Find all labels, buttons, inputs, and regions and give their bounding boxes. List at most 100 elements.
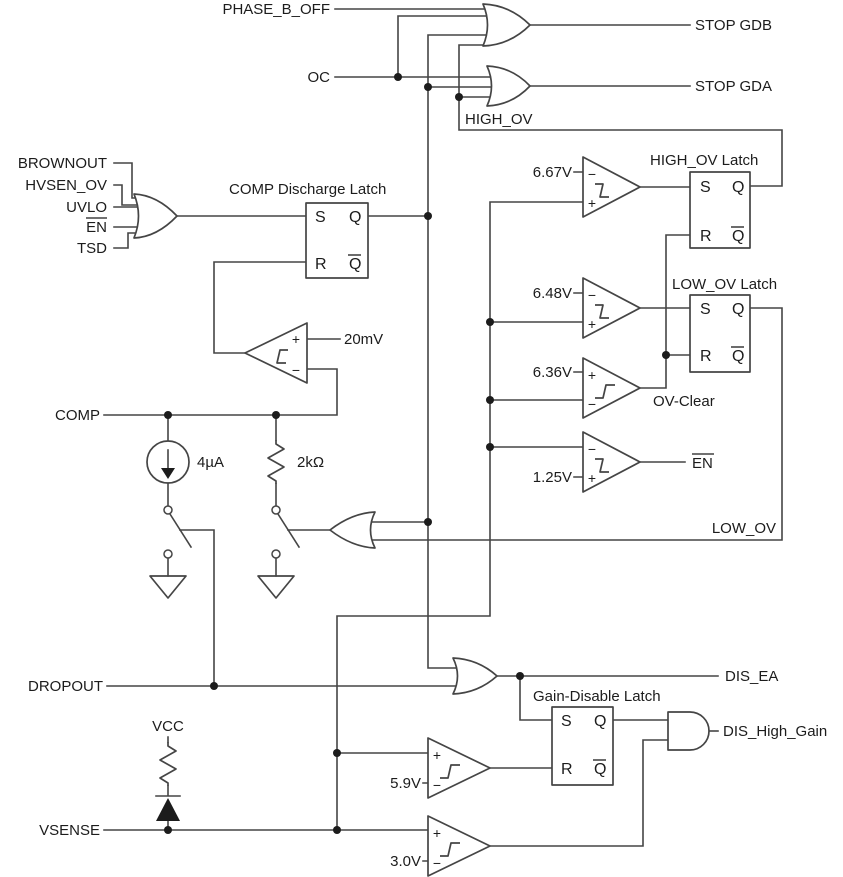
wire-high-ov-net (458, 44, 783, 187)
latch-port-r: R (700, 348, 712, 365)
current-source-4ua (146, 440, 190, 484)
wire-comp-net (103, 368, 338, 416)
label-dropout: DROPOUT (28, 678, 103, 695)
wire-ov-clear-out (639, 234, 691, 389)
latch-title: HIGH_OV Latch (650, 152, 758, 169)
or-gate-comp-switch (329, 511, 376, 549)
comparator-body (244, 322, 308, 384)
junction-dot (486, 318, 494, 326)
switch-contact (163, 505, 173, 515)
latch-port-q: Q (732, 179, 744, 196)
label-2k: 2kΩ (297, 454, 324, 471)
label-en-out: EN (692, 455, 713, 472)
plus-sign: + (588, 367, 596, 383)
switch-discharge-2k (257, 505, 301, 599)
comparator-3v0: + − (427, 815, 491, 877)
label-tsd: TSD (77, 240, 107, 257)
latch-title: LOW_OV Latch (672, 276, 777, 293)
minus-sign: − (588, 166, 596, 182)
latch-port-s: S (561, 713, 572, 730)
or-gate-dis-ea (452, 657, 498, 695)
latch-port-q: Q (594, 713, 606, 730)
latch-port-qbar: Q (732, 228, 744, 245)
plus-sign: + (588, 316, 596, 332)
hysteresis-icon (595, 304, 609, 319)
label-en-in: EN (86, 219, 107, 236)
junction-dot (164, 411, 172, 419)
label-5v9: 5.9V (390, 775, 421, 792)
label-hvsen-ov: HVSEN_OV (25, 177, 107, 194)
plus-sign: + (433, 747, 441, 763)
or-gate-body (133, 193, 178, 239)
wire-tsd (113, 232, 138, 249)
wire-latch-reset (213, 261, 307, 354)
wire-switch1-control (179, 529, 215, 687)
wire-cmp30-to-and (489, 739, 669, 847)
and-gate-body (667, 711, 710, 751)
wires (103, 8, 783, 862)
latch-high-ov: HIGH_OV Latch S Q R Q (650, 152, 758, 249)
latch-port-s: S (315, 209, 326, 226)
switch-arm (168, 512, 193, 549)
diode-icon (156, 798, 180, 821)
wire-brownout (113, 162, 140, 199)
or-gate-body (482, 3, 531, 47)
latch-box (305, 202, 369, 279)
wire-switch-or-inputs (368, 307, 783, 541)
junction-dot (164, 826, 172, 834)
or-gate-stop-gdb (482, 3, 531, 47)
label-stop-gdb: STOP GDB (695, 17, 772, 34)
label-comp: COMP (55, 407, 100, 424)
label-3v0: 3.0V (390, 853, 421, 870)
comparator-5v9: + − (427, 737, 491, 799)
latch-port-q: Q (732, 301, 744, 318)
latch-port-qbar: Q (732, 348, 744, 365)
hysteresis-icon (440, 842, 460, 857)
wire-sense-rail (336, 201, 584, 831)
resistor-2k (267, 440, 285, 484)
plus-sign: + (588, 195, 596, 211)
junction-dot (516, 672, 524, 680)
or-gate-body (486, 65, 531, 107)
hysteresis-icon (276, 349, 288, 364)
label-20mv: 20mV (344, 331, 383, 348)
switch-contact (271, 505, 281, 515)
latch-gain-disable: Gain-Disable Latch S Q R Q (533, 688, 661, 786)
wire-ref-stubs (422, 171, 584, 862)
label-vsense: VSENSE (39, 822, 100, 839)
junction-dot (333, 826, 341, 834)
comparator-body (582, 277, 641, 339)
junction-dot (333, 749, 341, 757)
and-gate-dis-high-gain (667, 711, 710, 751)
hysteresis-icon (595, 458, 609, 473)
hysteresis-icon (440, 764, 460, 779)
label-dis-ea: DIS_EA (725, 668, 778, 685)
label-vcc: VCC (152, 718, 184, 735)
latch-title: COMP Discharge Latch (229, 181, 386, 198)
comparator-6v48: − + (582, 277, 641, 339)
comparator-body (582, 156, 641, 218)
wire-hvsen-ov (113, 184, 139, 206)
comparator-body (427, 737, 491, 799)
label-4ua: 4µA (197, 454, 224, 471)
junction-dot (662, 351, 670, 359)
junction-dot (424, 518, 432, 526)
latch-low-ov: LOW_OV Latch S Q R Q (672, 276, 777, 373)
latch-port-qbar: Q (594, 761, 606, 778)
label-high-ov: HIGH_OV (465, 111, 533, 128)
comparator-body (582, 357, 641, 419)
or-gate-body (329, 511, 376, 549)
latch-port-qbar: Q (349, 256, 361, 273)
junction-dot (455, 93, 463, 101)
or-gate-stop-gda (486, 65, 531, 107)
minus-sign: − (588, 287, 596, 303)
junction-dot (394, 73, 402, 81)
plus-sign: + (588, 470, 596, 486)
plus-sign: + (292, 331, 300, 347)
latch-title: Gain-Disable Latch (533, 688, 661, 705)
wire-dis-ea-to-latch (519, 675, 553, 721)
junction-dot (424, 83, 432, 91)
label-ov-clear: OV-Clear (653, 393, 715, 410)
